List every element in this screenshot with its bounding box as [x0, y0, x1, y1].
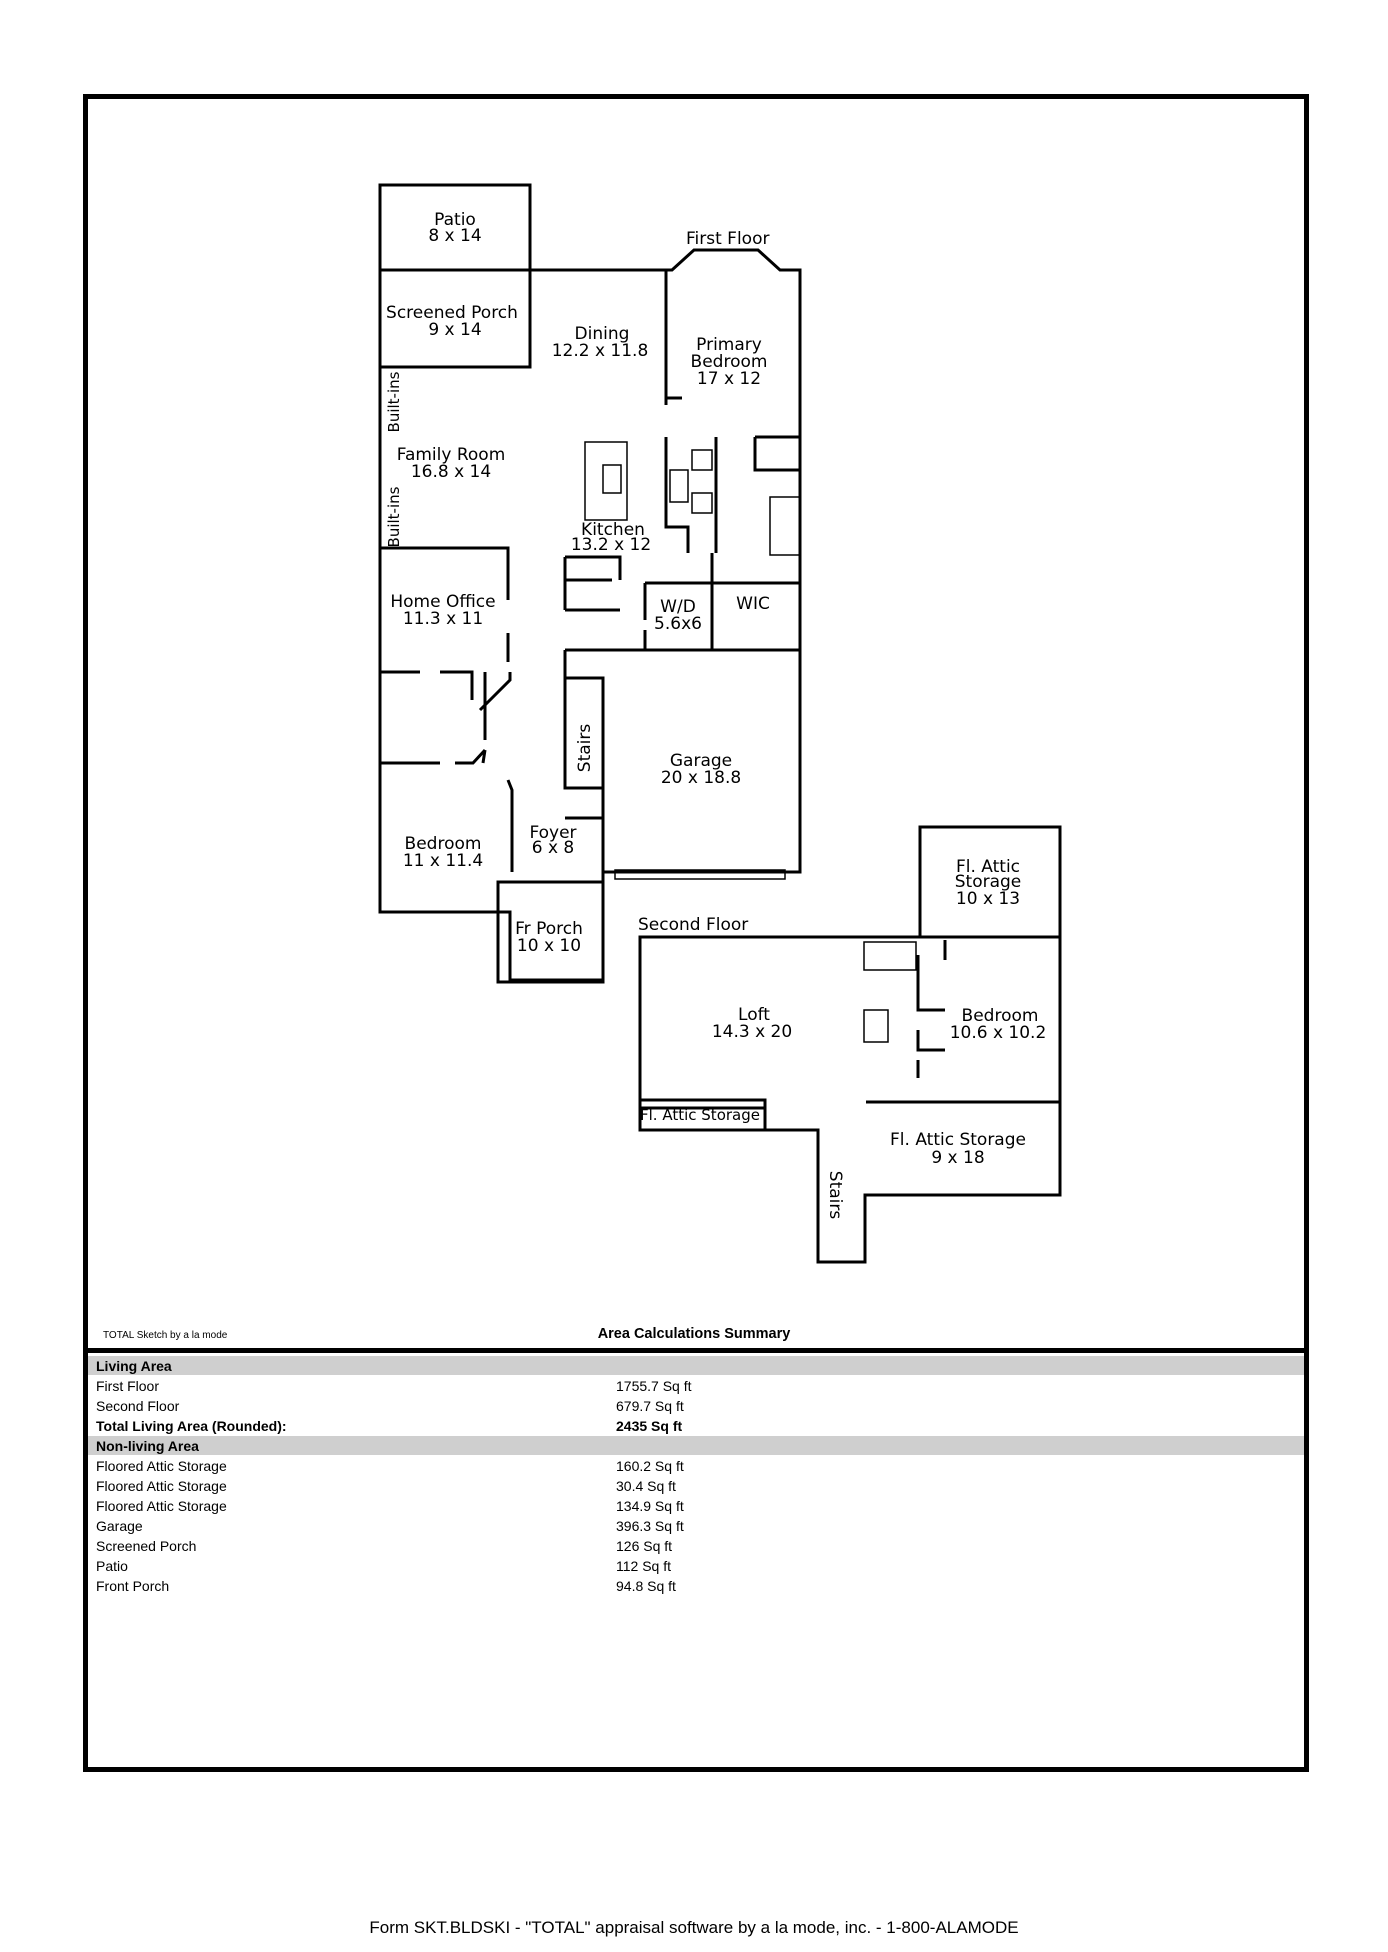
kitchen-island	[584, 441, 628, 521]
garage-name: Garage	[670, 751, 732, 771]
sink-icon	[691, 492, 713, 514]
stairs-first-label: Stairs	[575, 724, 595, 773]
attic-storage-right-dims: 9 x 18	[931, 1148, 984, 1168]
home-office-dims: 11.3 x 11	[403, 609, 483, 629]
shower-icon	[769, 496, 801, 556]
garage-door	[614, 869, 786, 880]
fr-porch-dims: 10 x 10	[517, 936, 581, 956]
foyer-dims: 6 x 8	[532, 838, 575, 858]
bedroom-second-dims: 10.6 x 10.2	[950, 1023, 1047, 1043]
foyer-name: Foyer	[529, 823, 576, 843]
wall	[565, 676, 605, 872]
wall	[664, 270, 682, 405]
fr-porch-name: Fr Porch	[515, 919, 583, 939]
kitchen-name: Kitchen	[581, 520, 645, 540]
dining-dims: 12.2 x 11.8	[552, 341, 649, 361]
bedroom-second-name: Bedroom	[962, 1006, 1039, 1026]
wall	[380, 670, 512, 712]
screened-porch-outline	[378, 268, 532, 369]
sink-icon	[602, 464, 622, 494]
screened-porch-dims: 9 x 14	[428, 320, 481, 340]
attic-storage-top-name-2: Storage	[955, 872, 1022, 892]
kitchen-dims: 13.2 x 12	[571, 535, 651, 555]
family-room-dims: 16.8 x 14	[411, 462, 491, 482]
wic-name: WIC	[736, 594, 770, 614]
wall	[506, 779, 514, 872]
wall	[563, 557, 620, 612]
summary-title: Area Calculations Summary	[597, 1326, 791, 1342]
garage-dims: 20 x 18.8	[661, 768, 741, 788]
attic-storage-small-name: Fl. Attic Storage	[640, 1106, 760, 1124]
bedroom-first-name: Bedroom	[405, 834, 482, 854]
family-room-name: Family Room	[397, 445, 506, 465]
patio-dims: 8 x 14	[428, 226, 481, 246]
home-office-name: Home Office	[390, 592, 495, 612]
nonliving-area-header: Non-living Area	[96, 1438, 199, 1454]
living-area-header: Living Area	[96, 1358, 172, 1374]
wall	[753, 435, 800, 472]
nonliving-area-bar	[88, 1436, 1304, 1455]
attic-storage-right-name: Fl. Attic Storage	[890, 1130, 1026, 1150]
first-floor-outline	[378, 248, 802, 982]
summary-divider	[83, 1348, 1309, 1353]
bedroom-first-dims: 11 x 11.4	[403, 851, 483, 871]
builtins-top-label: Built-ins	[385, 371, 403, 432]
patio-name: Patio	[434, 210, 476, 230]
sketch-frame	[83, 94, 1309, 1772]
living-area-bar	[88, 1356, 1304, 1375]
stairs-second-label: Stairs	[825, 1171, 845, 1220]
first-floor-label: First Floor	[686, 229, 769, 249]
sink-icon	[863, 1009, 889, 1043]
sink-icon	[691, 449, 713, 471]
wall	[664, 437, 718, 553]
primary-bedroom-name-1: Primary	[696, 335, 762, 355]
screened-porch-name: Screened Porch	[386, 303, 518, 323]
attic-storage-top-name-1: Fl. Attic	[956, 857, 1020, 877]
front-porch-outline	[496, 880, 605, 984]
wd-dims: 5.6x6	[654, 614, 702, 634]
floor-plan: First Floor Second Floor Patio 8 x 14 Sc…	[378, 183, 1062, 1264]
primary-bedroom-name-2: Bedroom	[691, 352, 768, 372]
loft-name: Loft	[738, 1005, 770, 1025]
builtins-bottom-label: Built-ins	[385, 486, 403, 547]
wall	[916, 955, 945, 1078]
tub-icon	[863, 941, 917, 971]
wall	[565, 555, 622, 580]
wall	[710, 553, 800, 585]
second-floor-label: Second Floor	[638, 915, 748, 935]
loft-dims: 14.3 x 20	[712, 1022, 792, 1042]
wd-name: W/D	[660, 597, 696, 617]
primary-bedroom-dims: 17 x 12	[697, 369, 761, 389]
dining-name: Dining	[575, 324, 630, 344]
total-living-row: Total Living Area (Rounded):2435 Sq ft	[96, 1418, 683, 1434]
wall	[380, 748, 487, 765]
attic-storage-top-dims: 10 x 13	[956, 889, 1020, 909]
form-footer: Form SKT.BLDSKI - "TOTAL" appraisal soft…	[369, 1918, 1019, 1937]
sketch-credit: TOTAL Sketch by a la mode	[103, 1330, 228, 1341]
wall	[380, 546, 510, 600]
stove-icon	[669, 469, 689, 503]
attic-storage-small-outline	[638, 1098, 767, 1132]
